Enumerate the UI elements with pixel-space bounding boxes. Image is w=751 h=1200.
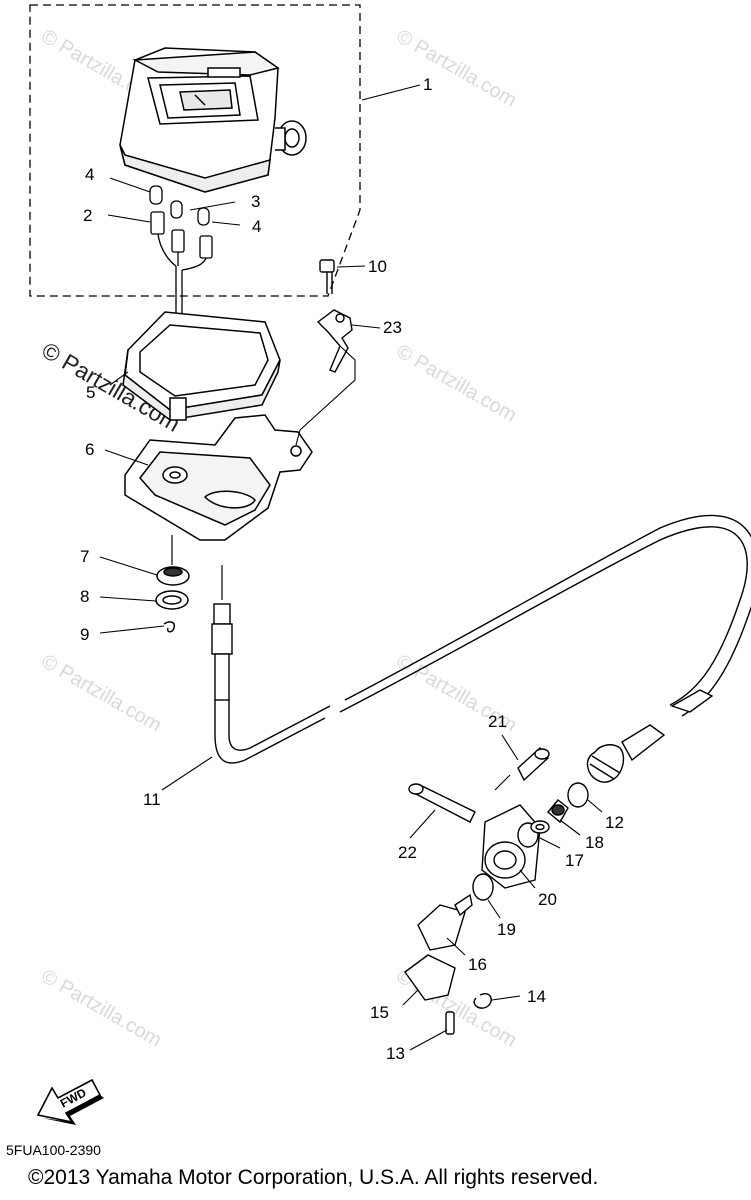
callout-2: 2 [83, 206, 92, 225]
callout-4: 4 [252, 217, 261, 236]
watermark: © Partzilla.com [393, 25, 521, 111]
callout-3: 3 [251, 192, 260, 211]
callout-21: 21 [488, 712, 507, 731]
callout-15: 15 [370, 1003, 389, 1022]
callout-8: 8 [80, 587, 89, 606]
leader-lines [99, 84, 603, 1051]
callout-13: 13 [386, 1044, 405, 1063]
watermark: © Partzilla.com [38, 650, 166, 736]
callout-1: 1 [423, 75, 432, 94]
callout-numbers: 1 2 3 4 4 5 6 7 8 9 10 11 12 13 14 15 16… [80, 75, 624, 1063]
callout-20: 20 [538, 890, 557, 909]
watermark: © Partzilla.com [38, 965, 166, 1051]
callout-11: 11 [143, 790, 161, 809]
meter-assembly [119, 47, 307, 193]
stay-and-bolt [295, 259, 356, 446]
copyright-notice: ©2013 Yamaha Motor Corporation, U.S.A. A… [28, 1166, 599, 1189]
callout-4: 4 [85, 165, 94, 184]
callout-18: 18 [585, 833, 604, 852]
meter-cover [122, 311, 281, 421]
callout-5: 5 [86, 383, 95, 402]
callout-6: 6 [85, 440, 94, 459]
meter-bracket [124, 414, 313, 541]
callout-23: 23 [383, 318, 402, 337]
callout-16: 16 [468, 955, 487, 974]
assembly-boundary [29, 4, 361, 297]
callout-14: 14 [527, 987, 546, 1006]
watermarks: © Partzilla.com © Partzilla.com © Partzi… [38, 25, 521, 1051]
watermark: © Partzilla.com [393, 340, 521, 426]
grommet-washer-clip [155, 535, 190, 633]
gear-housing-parts [404, 746, 589, 1035]
callout-17: 17 [565, 851, 584, 870]
callout-10: 10 [368, 257, 387, 276]
callout-12: 12 [605, 813, 624, 832]
fwd-arrow-icon: FWD [36, 1078, 104, 1125]
callout-19: 19 [497, 920, 516, 939]
callout-9: 9 [80, 625, 89, 644]
callout-7: 7 [80, 547, 89, 566]
callout-22: 22 [398, 843, 417, 862]
meter-cable [211, 514, 751, 783]
diagram-code: 5FUA100-2390 [6, 1142, 101, 1158]
